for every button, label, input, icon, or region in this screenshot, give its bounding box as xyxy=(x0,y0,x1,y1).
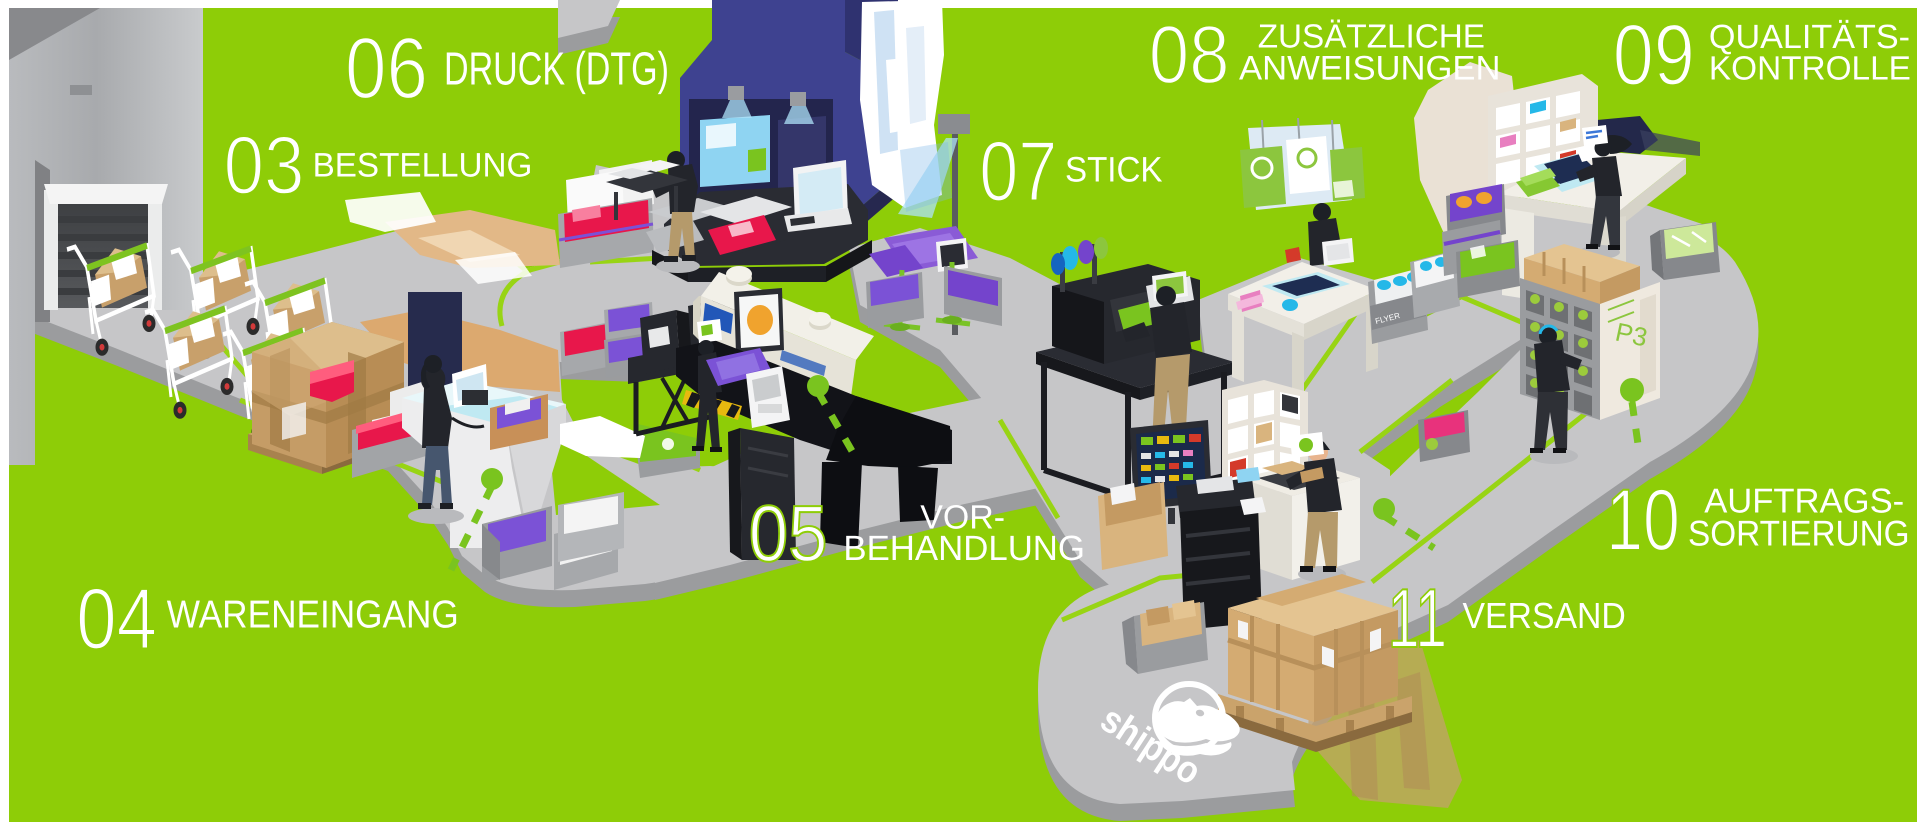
svg-text:05: 05 xyxy=(749,489,828,578)
svg-text:07: 07 xyxy=(979,125,1057,220)
svg-text:SORTIERUNG: SORTIERUNG xyxy=(1688,514,1910,554)
svg-text:STICK: STICK xyxy=(1065,150,1163,190)
svg-text:VOR-: VOR- xyxy=(920,498,1005,536)
svg-text:P3: P3 xyxy=(1613,317,1650,353)
svg-text:ANWEISUNGEN: ANWEISUNGEN xyxy=(1239,50,1501,88)
svg-text:09: 09 xyxy=(1613,8,1695,104)
svg-text:AUFTRAGS-: AUFTRAGS- xyxy=(1704,482,1904,520)
svg-text:WARENEINGANG: WARENEINGANG xyxy=(167,594,459,637)
svg-text:DRUCK (DTG): DRUCK (DTG) xyxy=(444,43,669,95)
svg-text:10: 10 xyxy=(1606,471,1680,569)
svg-text:BESTELLUNG: BESTELLUNG xyxy=(313,146,533,184)
svg-text:QUALITÄTS-: QUALITÄTS- xyxy=(1709,19,1910,56)
svg-text:VERSAND: VERSAND xyxy=(1463,595,1626,636)
svg-text:03: 03 xyxy=(224,120,305,212)
svg-text:06: 06 xyxy=(345,20,428,117)
svg-text:11: 11 xyxy=(1388,571,1448,665)
svg-text:BEHANDLUNG: BEHANDLUNG xyxy=(843,529,1085,568)
svg-text:ZUSÄTZLICHE: ZUSÄTZLICHE xyxy=(1258,19,1485,56)
svg-text:KONTROLLE: KONTROLLE xyxy=(1709,50,1911,87)
svg-text:04: 04 xyxy=(76,571,157,667)
svg-text:08: 08 xyxy=(1149,9,1230,101)
